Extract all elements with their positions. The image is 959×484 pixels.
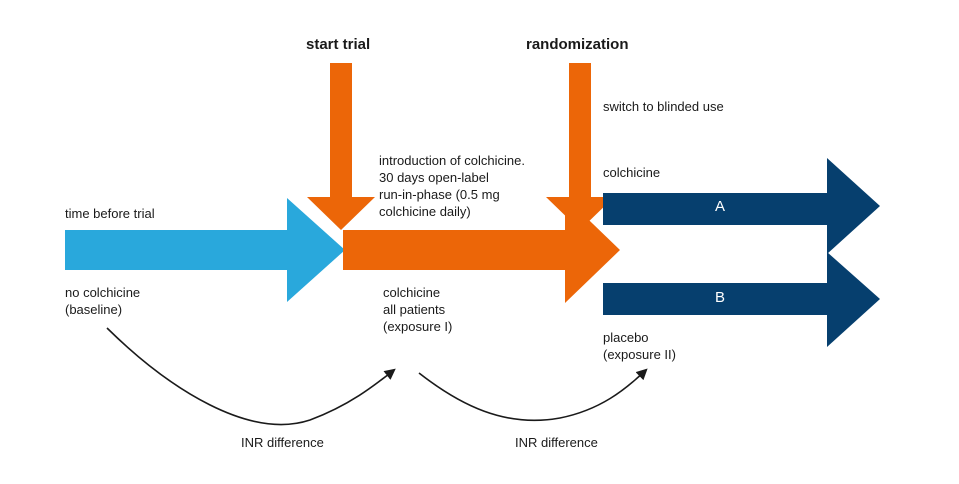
start-trial-label: start trial bbox=[306, 36, 371, 53]
inr-curve-2 bbox=[418, 368, 648, 422]
randomization-label: randomization bbox=[526, 36, 629, 53]
arm-a-label: A bbox=[714, 198, 725, 215]
colchicine-arm-label: colchicine bbox=[603, 165, 661, 180]
arm-a-arrow bbox=[603, 158, 880, 254]
inr-difference-label-2: INR difference bbox=[515, 435, 598, 450]
start-trial-arrow bbox=[307, 63, 375, 230]
colchicine-all-label: colchicine all patients (exposure I) bbox=[383, 285, 453, 334]
no-colchicine-label: no colchicine (baseline) bbox=[65, 285, 141, 317]
inr-difference-label-1: INR difference bbox=[241, 435, 324, 450]
time-before-trial-label: time before trial bbox=[65, 206, 155, 221]
run-in-arrow bbox=[343, 197, 620, 303]
arm-b-arrow bbox=[603, 252, 880, 347]
baseline-arrow bbox=[65, 198, 345, 302]
arm-b-label: B bbox=[714, 289, 725, 306]
placebo-label: placebo (exposure II) bbox=[603, 330, 676, 362]
inr-curve-1 bbox=[106, 327, 396, 426]
switch-blinded-label: switch to blinded use bbox=[603, 99, 724, 114]
randomization-arrow bbox=[546, 63, 614, 230]
introduction-label: introduction of colchicine. 30 days open… bbox=[379, 153, 525, 219]
